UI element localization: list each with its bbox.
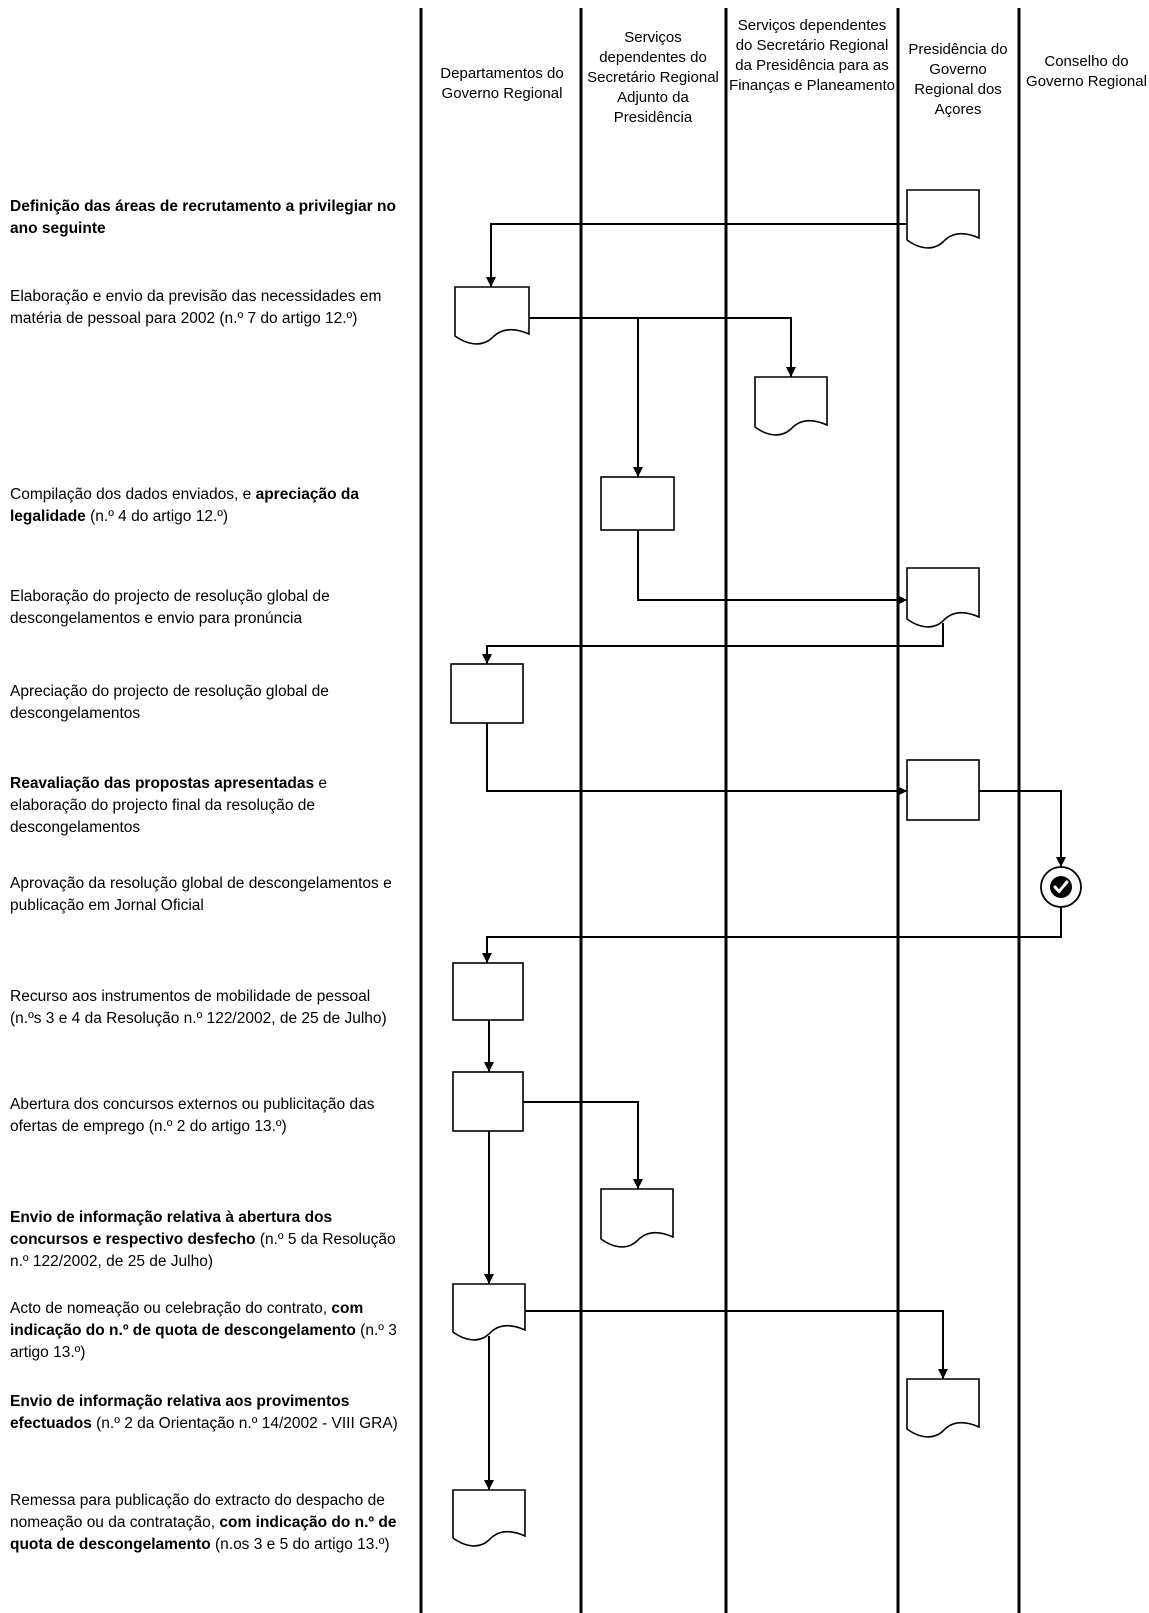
document-shape [452, 1283, 526, 1341]
step-description-7: Aprovação da resolução global de descong… [10, 873, 405, 917]
step-text-part: Compilação dos dados enviados, e [10, 486, 256, 503]
step-description-3: Compilação dos dados enviados, e aprecia… [10, 484, 405, 528]
document-shape [754, 376, 828, 436]
flow-arrow [486, 723, 907, 796]
step-text-part: Recurso aos instrumentos de mobilidade d… [10, 988, 387, 1027]
step-text-part: Envio de informação relativa aos provime… [10, 1393, 350, 1432]
column-header-5: Conselho do Governo Regional [1026, 53, 1147, 90]
flow-arrow [637, 530, 907, 605]
document-shape [906, 1378, 980, 1438]
step-description-10: Envio de informação relativa à abertura … [10, 1207, 405, 1273]
process-box [906, 759, 980, 821]
step-text-part: (n.º 2 da Orientação n.º 14/2002 - VIII … [91, 1415, 398, 1432]
step-description-6: Reavaliação das propostas apresentadas e… [10, 773, 405, 839]
step-description-9: Abertura dos concursos externos ou publi… [10, 1094, 405, 1138]
step-text-part: Definição das áreas de recrutamento a pr… [10, 198, 396, 237]
step-text-part: Reavaliação das propostas apresentadas [10, 775, 315, 792]
process-box [452, 1071, 524, 1132]
step-text-part: com indicação do n.º de quota de descong… [10, 1300, 364, 1339]
flow-arrow [482, 907, 1062, 963]
check-circle-icon [1040, 866, 1082, 908]
column-header-4: Presidência do Governo Regional dos Açor… [908, 41, 1008, 118]
step-description-12: Envio de informação relativa aos provime… [10, 1391, 405, 1435]
flow-arrow [529, 317, 796, 377]
column-header-3: Serviços dependentes do Secretário Regio… [729, 17, 895, 94]
document-shape [454, 286, 530, 345]
process-box [450, 663, 524, 724]
step-text-part: Abertura dos concursos externos ou publi… [10, 1096, 375, 1135]
step-text-part: (n.º 3 artigo 13.º) [10, 1322, 397, 1361]
document-shape [600, 1188, 674, 1248]
process-box [600, 476, 675, 531]
process-box [452, 962, 524, 1021]
step-description-5: Apreciação do projecto de resolução glob… [10, 681, 405, 725]
flow-arrow [482, 623, 944, 664]
step-text-part: Aprovação da resolução global de descong… [10, 875, 392, 914]
step-text-part: Acto de nomeação ou celebração do contra… [10, 1300, 332, 1317]
step-description-2: Elaboração e envio da previsão das neces… [10, 286, 405, 330]
step-description-1: Definição das áreas de recrutamento a pr… [10, 196, 405, 240]
step-text-part: com indicação do n.º de quota de descong… [10, 1514, 397, 1553]
step-text-part: (n.os 3 e 5 do artigo 13.º) [210, 1536, 390, 1553]
column-header-2: Serviços dependentes do Secretário Regio… [587, 29, 719, 126]
step-description-11: Acto de nomeação ou celebração do contra… [10, 1298, 405, 1364]
flow-arrow [979, 790, 1066, 867]
flow-arrow [523, 1101, 643, 1189]
step-text-part: (n.º 4 do artigo 12.º) [85, 508, 229, 525]
column-header-1: Departamentos do Governo Regional [440, 65, 564, 102]
step-text-part: Envio de informação relativa à abertura … [10, 1209, 333, 1248]
flow-arrow [525, 1310, 948, 1379]
step-text-part: e elaboração do projecto final da resolu… [10, 775, 328, 836]
step-text-part: (n.º 5 da Resolução n.º 122/2002, de 25 … [10, 1231, 396, 1270]
document-shape [906, 567, 980, 628]
step-description-8: Recurso aos instrumentos de mobilidade d… [10, 986, 405, 1030]
step-text-part: Elaboração do projecto de resolução glob… [10, 588, 330, 627]
step-text-part: Elaboração e envio da previsão das neces… [10, 288, 382, 327]
document-shape [452, 1489, 526, 1547]
step-text-part: Apreciação do projecto de resolução glob… [10, 683, 329, 722]
flow-arrow [486, 223, 907, 287]
step-description-4: Elaboração do projecto de resolução glob… [10, 586, 405, 630]
step-text-part: Remessa para publicação do extracto do d… [10, 1492, 385, 1531]
document-shape [906, 189, 980, 249]
step-description-13: Remessa para publicação do extracto do d… [10, 1490, 405, 1556]
step-text-part: apreciação da legalidade [10, 486, 359, 525]
